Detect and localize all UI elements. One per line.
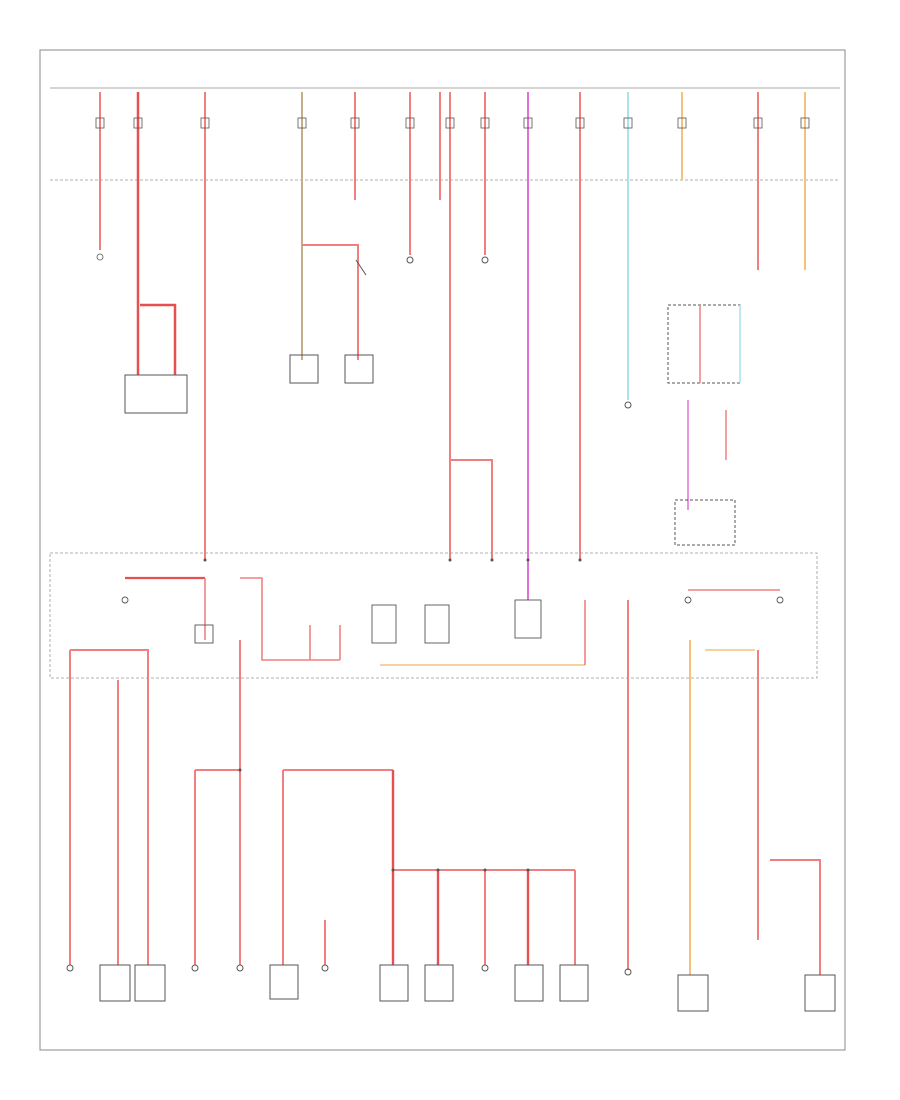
bottom-ground-1: [66, 964, 74, 972]
node-1: [203, 558, 207, 562]
fuse-13: [753, 117, 763, 129]
top-feeds: [96, 92, 806, 600]
junction-internals: [125, 576, 780, 666]
node-6: [238, 768, 242, 772]
bottom-box-7: [559, 964, 589, 1002]
fuse-14: [800, 117, 810, 129]
feed-1-ground-node: [96, 253, 104, 261]
right-lower-dashed-module: [674, 499, 736, 546]
relay-box-1: [289, 354, 319, 384]
node-8: [436, 868, 440, 872]
fuse-8: [480, 117, 490, 129]
fuse-5: [350, 117, 360, 129]
bottom-box-5: [424, 964, 454, 1002]
upper-components: [124, 256, 741, 546]
fuse-7: [445, 117, 455, 129]
fuse-6: [405, 117, 415, 129]
jb-ground-2: [776, 596, 784, 604]
bottom-box-9: [804, 974, 836, 1012]
switch-arm-1: [355, 259, 367, 276]
node-5: [578, 558, 582, 562]
bottom-box-6: [514, 964, 544, 1002]
jb-relay-1: [371, 604, 397, 644]
node-3: [490, 558, 494, 562]
ground-node-1: [406, 256, 414, 264]
bottom-box-8: [677, 974, 709, 1012]
jb-relay-2: [424, 604, 450, 644]
fuse-2: [133, 117, 143, 129]
jb-ground-1: [121, 596, 129, 604]
jb-ground-3: [684, 596, 692, 604]
ground-node-2: [481, 256, 489, 264]
right-dashed-module: [667, 304, 741, 384]
bottom-ground-6: [624, 968, 632, 976]
junction-box: [49, 552, 818, 679]
node-10: [526, 868, 530, 872]
fuse-12: [677, 117, 687, 129]
feed-9-wire: [450, 459, 493, 560]
bottom-ground-5: [481, 964, 489, 972]
bottom-ground-2: [191, 964, 199, 972]
bottom-box-3: [269, 964, 299, 1000]
ground-node-3: [624, 401, 632, 409]
fuse-symbols: [95, 117, 810, 129]
left-module: [124, 374, 188, 414]
fuse-3: [200, 117, 210, 129]
node-9: [483, 868, 487, 872]
jb-relay-3: [514, 599, 542, 639]
diagram-frame: [39, 49, 846, 1051]
feed-2b-wire: [140, 303, 177, 375]
bottom-box-4: [379, 964, 409, 1002]
relay-box-2: [344, 354, 374, 384]
fuse-9: [523, 117, 533, 129]
bottom-ground-3: [236, 964, 244, 972]
feed-4b-wire: [302, 244, 359, 360]
fuse-10: [575, 117, 585, 129]
connector-nodes: [203, 558, 582, 872]
jb-wire-3: [240, 577, 340, 661]
node-7: [391, 868, 395, 872]
fuse-11: [623, 117, 633, 129]
lower-wire-19: [770, 859, 821, 975]
node-4: [526, 558, 530, 562]
bottom-box-2: [134, 964, 166, 1002]
node-2: [448, 558, 452, 562]
fuse-1: [95, 117, 105, 129]
jb-relay-4: [194, 624, 214, 644]
bottom-box-1: [99, 964, 131, 1002]
junction-components: [121, 596, 784, 644]
lower-wire-2: [70, 649, 149, 965]
lower-feeds: [69, 600, 821, 975]
fuse-4: [297, 117, 307, 129]
bottom-ground-4: [321, 964, 329, 972]
bottom-components: [66, 964, 836, 1012]
